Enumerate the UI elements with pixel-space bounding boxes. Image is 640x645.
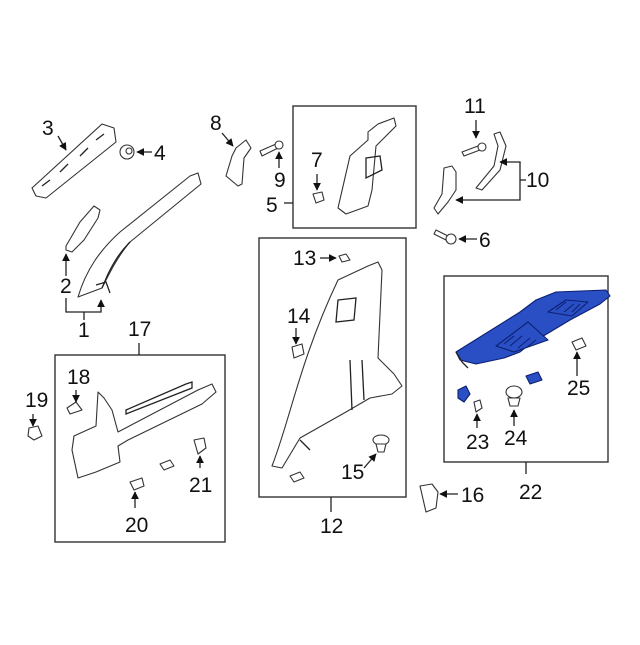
part-25-cap[interactable] xyxy=(571,337,587,351)
callout-7[interactable]: 7 xyxy=(311,149,323,172)
group-box-12 xyxy=(258,237,407,498)
callout-1[interactable]: 1 xyxy=(78,319,90,342)
callout-5[interactable]: 5 xyxy=(266,194,278,217)
part-16-clip[interactable] xyxy=(419,483,439,513)
callout-18[interactable]: 18 xyxy=(67,366,91,389)
callout-22[interactable]: 22 xyxy=(519,481,543,504)
part-10-handle[interactable] xyxy=(433,131,507,215)
part-12-lower-trim[interactable] xyxy=(271,261,403,469)
callout-15[interactable]: 15 xyxy=(341,461,365,484)
part-24-fastener[interactable] xyxy=(505,385,523,407)
part-12-small-cap[interactable] xyxy=(289,471,305,483)
part-6-bolt[interactable] xyxy=(433,229,457,245)
callout-14[interactable]: 14 xyxy=(287,305,311,328)
callout-3[interactable]: 3 xyxy=(42,117,54,140)
callout-21[interactable]: 21 xyxy=(189,474,213,497)
part-11-bolt[interactable] xyxy=(461,142,487,157)
part-22-scuff-plate[interactable] xyxy=(455,289,611,369)
callout-23[interactable]: 23 xyxy=(466,431,490,454)
callout-24[interactable]: 24 xyxy=(504,427,528,450)
callout-4[interactable]: 4 xyxy=(154,142,166,165)
part-3-bracket[interactable] xyxy=(31,123,117,199)
group-box-5 xyxy=(292,105,417,229)
part-8-bracket[interactable] xyxy=(225,139,252,187)
callout-16[interactable]: 16 xyxy=(461,484,485,507)
part-23-clip[interactable] xyxy=(457,385,483,413)
group-box-17 xyxy=(54,354,226,543)
part-1-pillar-trim[interactable] xyxy=(77,172,202,298)
part-5-upper-trim[interactable] xyxy=(337,117,397,215)
callout-12[interactable]: 12 xyxy=(320,515,344,538)
callout-8[interactable]: 8 xyxy=(210,112,222,135)
part-17-rocker-trim[interactable] xyxy=(71,381,217,479)
callout-9[interactable]: 9 xyxy=(274,169,286,192)
part-18-clip[interactable] xyxy=(66,401,83,415)
callout-25[interactable]: 25 xyxy=(567,377,591,400)
part-19-clip[interactable] xyxy=(27,425,43,441)
part-4-nut[interactable] xyxy=(119,144,135,160)
part-15-fastener[interactable] xyxy=(372,434,390,453)
callout-6[interactable]: 6 xyxy=(479,229,491,252)
callout-17[interactable]: 17 xyxy=(128,318,152,341)
callout-10[interactable]: 10 xyxy=(526,169,550,192)
part-14-clip[interactable] xyxy=(291,343,305,359)
part-9-bolt[interactable] xyxy=(259,140,284,157)
part-21-clip[interactable] xyxy=(193,437,207,455)
part-22-small-cap[interactable] xyxy=(525,371,543,385)
part-20-clip[interactable] xyxy=(129,477,145,491)
callout-11[interactable]: 11 xyxy=(464,95,486,118)
callout-19[interactable]: 19 xyxy=(25,389,49,412)
part-7-clip[interactable] xyxy=(312,191,325,204)
callout-20[interactable]: 20 xyxy=(125,514,149,537)
callout-2[interactable]: 2 xyxy=(60,275,72,298)
part-17-small-cap[interactable] xyxy=(159,459,175,471)
part-2-clip[interactable] xyxy=(65,205,101,253)
callout-13[interactable]: 13 xyxy=(293,247,317,270)
part-13-clip[interactable] xyxy=(338,253,351,263)
